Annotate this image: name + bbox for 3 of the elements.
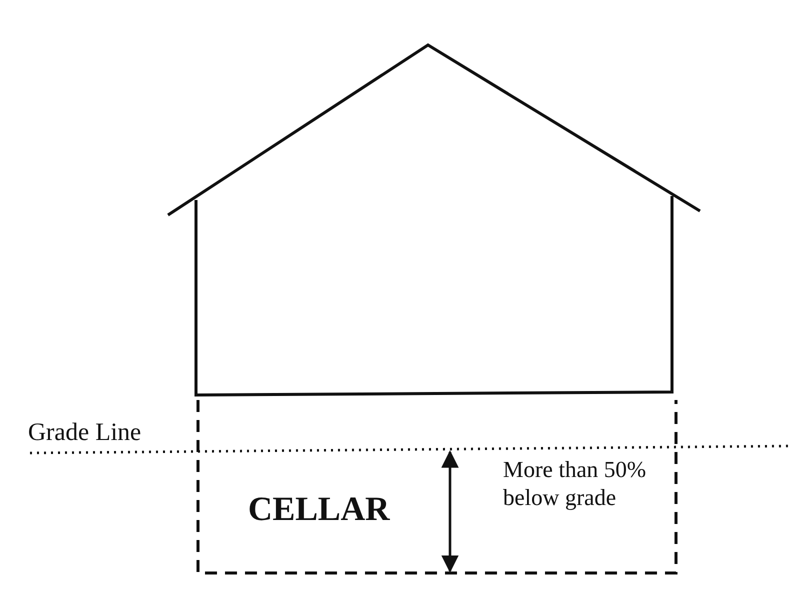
grade-line-label: Grade Line	[28, 418, 142, 448]
note-text: More than 50% below grade	[503, 456, 648, 512]
room-label: CELLAR	[248, 490, 390, 530]
